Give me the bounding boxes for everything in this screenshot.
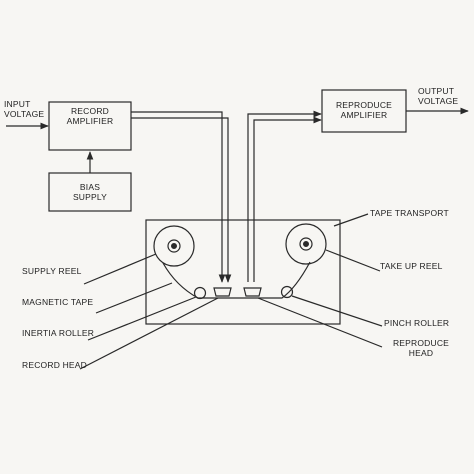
reproduce-head-line-2: HEAD (408, 348, 434, 358)
output-voltage-line-1: OUTPUT (418, 86, 455, 96)
leader-magnetic-tape (95, 282, 173, 314)
leader-tape-transport (333, 213, 369, 227)
record-head (213, 287, 232, 297)
pinch-roller (280, 285, 294, 299)
record-amplifier-box (48, 101, 132, 151)
reproduce-signal-line (247, 110, 322, 282)
bias-supply-line-2: SUPPLY (72, 192, 108, 202)
record-amplifier-label: RECORD AMPLIFIER (49, 106, 131, 126)
leader-pinch-roller (291, 295, 383, 327)
reproduce-amplifier-line-2: AMPLIFIER (340, 110, 388, 120)
reproduce-signal-line-2 (253, 116, 322, 282)
reproduce-head-label: REPRODUCE HEAD (386, 338, 456, 358)
input-voltage-line-1: INPUT (4, 99, 31, 109)
magnetic-tape-label: MAGNETIC TAPE (22, 297, 94, 307)
record-signal-line (131, 111, 226, 283)
supply-reel-spindle (171, 243, 178, 250)
reproduce-head (243, 287, 262, 297)
supply-reel-label: SUPPLY REEL (22, 266, 82, 276)
record-amplifier-line-1: RECORD (70, 106, 110, 116)
take-up-reel-label: TAKE UP REEL (380, 261, 443, 271)
reproduce-amplifier-line-1: REPRODUCE (335, 100, 393, 110)
output-voltage-line-2: VOLTAGE (418, 96, 459, 106)
record-head-label: RECORD HEAD (22, 360, 88, 370)
take-up-reel-spindle (303, 241, 310, 248)
take-up-reel-hub (299, 237, 313, 251)
output-voltage-label: OUTPUT VOLTAGE (418, 86, 458, 106)
record-signal-line-2 (131, 117, 232, 283)
input-voltage-label: INPUT VOLTAGE (4, 99, 44, 119)
record-amplifier-line-2: AMPLIFIER (66, 116, 114, 126)
reproduce-amplifier-label: REPRODUCE AMPLIFIER (322, 100, 406, 120)
bias-supply-line-1: BIAS (79, 182, 101, 192)
supply-reel (153, 225, 195, 267)
inertia-roller-label: INERTIA ROLLER (22, 328, 95, 338)
magnetic-tape-path (162, 261, 311, 299)
supply-reel-hub (167, 239, 181, 253)
tape-transport-label: TAPE TRANSPORT (370, 208, 449, 218)
leader-take-up-reel (325, 249, 381, 272)
bias-supply-label: BIAS SUPPLY (49, 182, 131, 202)
input-voltage-line-2: VOLTAGE (4, 109, 45, 119)
leader-inertia-roller (87, 296, 197, 341)
reproduce-head-line-1: REPRODUCE (392, 338, 450, 348)
pinch-roller-label: PINCH ROLLER (384, 318, 450, 328)
tape-transport-box (145, 219, 341, 325)
take-up-reel (285, 223, 327, 265)
leader-record-head (79, 297, 219, 370)
leader-supply-reel (83, 253, 157, 285)
leader-reproduce-head (257, 297, 383, 348)
